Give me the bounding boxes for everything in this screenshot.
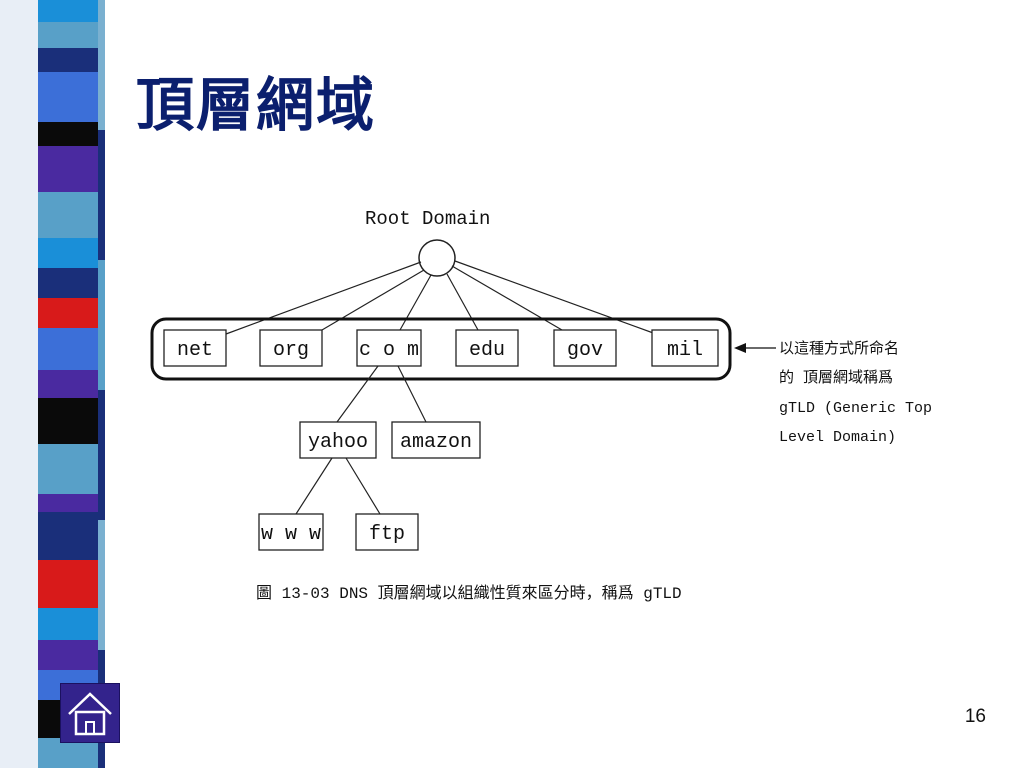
note-line-4: Level Domain) xyxy=(779,429,896,446)
note-arrow xyxy=(734,343,776,353)
node-box-ftp xyxy=(355,513,419,551)
tld-label-com: c o m xyxy=(359,339,419,362)
edge-com-amazon xyxy=(397,365,427,423)
root-domain-label: Root Domain xyxy=(365,208,490,230)
gtld-note: 以這種方式所命名 的 頂層網域稱爲 gTLD (Generic Top Leve… xyxy=(779,339,932,446)
tld-box-net xyxy=(163,329,227,367)
figure-caption: 圖 13-03 DNS 頂層網域以組織性質來區分時，稱爲 gTLD xyxy=(256,584,682,603)
yahoo-to-third-level-edges xyxy=(295,457,381,515)
tld-boxes xyxy=(163,329,719,367)
edge-com-yahoo xyxy=(336,365,379,423)
tld-label-org: org xyxy=(273,339,309,362)
node-label-yahoo: yahoo xyxy=(308,431,368,454)
note-line-1: 以這種方式所命名 xyxy=(779,339,899,358)
left-band-stripes xyxy=(0,0,115,768)
com-to-second-level-edges xyxy=(336,365,427,423)
node-label-amazon: amazon xyxy=(400,431,472,454)
tld-box-org xyxy=(259,329,323,367)
edge-yahoo-ftp xyxy=(345,457,381,515)
slide-title: 頂層網域 xyxy=(136,71,377,139)
tld-label-net: net xyxy=(177,339,213,362)
tld-group-outline xyxy=(150,317,732,381)
note-line-2: 的 頂層網域稱爲 xyxy=(779,369,893,387)
edge-root-net xyxy=(225,261,422,335)
home-button[interactable] xyxy=(60,683,120,743)
node-box-www xyxy=(258,513,324,551)
tld-label-gov: gov xyxy=(567,339,603,362)
house-icon xyxy=(68,692,112,736)
tld-label-mil: mil xyxy=(667,339,703,362)
node-box-amazon xyxy=(391,421,481,459)
node-box-yahoo xyxy=(299,421,377,459)
tld-box-mil xyxy=(651,329,719,367)
stripe-column xyxy=(38,0,98,768)
node-label-www: w w w xyxy=(261,523,321,546)
decorative-left-band xyxy=(0,0,115,768)
edge-root-edu xyxy=(446,273,479,331)
root-node-circle xyxy=(418,239,456,277)
edge-yahoo-www xyxy=(295,457,333,515)
tld-box-gov xyxy=(553,329,617,367)
tld-box-edu xyxy=(455,329,519,367)
page-number: 16 xyxy=(964,706,986,727)
node-label-ftp: ftp xyxy=(369,523,405,546)
edge-root-com xyxy=(399,274,432,331)
tld-label-edu: edu xyxy=(469,339,505,362)
tld-box-com xyxy=(356,329,422,367)
note-line-3: gTLD (Generic Top xyxy=(779,400,932,417)
tld-labels: net org c o m edu gov mil xyxy=(177,339,703,362)
edge-root-mil xyxy=(454,260,657,335)
edge-root-org xyxy=(321,269,425,331)
